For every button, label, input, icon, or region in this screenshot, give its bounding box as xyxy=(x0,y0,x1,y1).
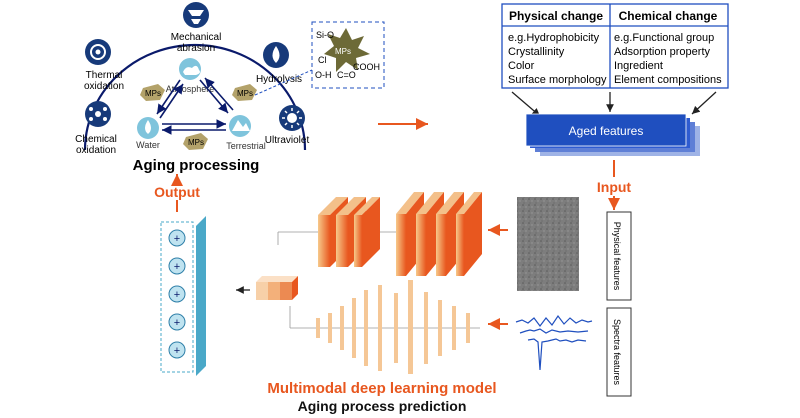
ultraviolet-icon xyxy=(279,105,305,131)
thermal-oxidation-icon xyxy=(85,39,111,65)
input-label: Input xyxy=(597,179,632,195)
inset-co: C=O xyxy=(337,70,356,80)
fusion-block xyxy=(256,276,298,300)
chemical-item-4: Element compositions xyxy=(614,74,722,86)
ultraviolet-label: Ultraviolet xyxy=(265,135,310,146)
mps-label-2: MPs xyxy=(237,89,253,98)
thermal-label-2: oxidation xyxy=(84,81,124,92)
mechanical-abrasion-icon xyxy=(183,2,209,28)
output-node-3: + xyxy=(168,285,186,303)
chemical-item-3: Ingredient xyxy=(614,60,663,72)
aging-processing-panel: Mechanical abrasion Thermal oxidation Hy… xyxy=(75,2,385,174)
inset-mps-label: MPs xyxy=(335,47,351,56)
output-node-1: + xyxy=(168,229,186,247)
physical-item-1: e.g.Hydrophobicity xyxy=(508,32,600,44)
cnn-block-large xyxy=(396,192,482,276)
hydrolysis-label: Hydrolysis xyxy=(256,74,302,85)
atmosphere-label: Atmosphere xyxy=(166,84,215,94)
chemical-label-2: oxidation xyxy=(76,145,116,156)
water-icon xyxy=(137,117,159,139)
chemical-item-2: Adsorption property xyxy=(614,46,710,58)
inset-box xyxy=(311,21,385,89)
output-label: Output xyxy=(154,184,200,200)
svg-text:+: + xyxy=(174,261,180,273)
cnn-block-small xyxy=(318,197,380,267)
atmosphere-icon xyxy=(179,58,201,80)
output-node-5: + xyxy=(168,341,186,359)
inset-mps-particle xyxy=(324,28,370,72)
chemical-item-1: e.g.Functional group xyxy=(614,32,714,44)
cycle-arrows xyxy=(156,77,234,135)
physical-change-header: Physical change xyxy=(509,9,603,23)
output-node-2: + xyxy=(168,257,186,275)
inset-si-o: Si-O xyxy=(316,30,334,40)
terrestrial-icon xyxy=(229,115,251,137)
mps-label-3: MPs xyxy=(188,138,204,147)
spectra-features-label: Spectra features xyxy=(612,319,622,386)
image-cnn xyxy=(277,192,482,276)
inset-cl: Cl xyxy=(318,55,327,65)
mps-label-1: MPs xyxy=(145,89,161,98)
terrestrial-label: Terrestrial xyxy=(226,141,266,151)
mps-particle-2: MPs xyxy=(232,84,257,101)
inset-oh: O-H xyxy=(315,70,332,80)
thermal-label-1: Thermal xyxy=(86,70,123,81)
aged-features-box: Aged features xyxy=(525,113,700,156)
mechanical-label-1: Mechanical xyxy=(171,32,222,43)
chemical-label-1: Chemical xyxy=(75,134,117,145)
svg-text:+: + xyxy=(174,345,180,357)
model-title: Multimodal deep learning model xyxy=(267,380,496,397)
physical-features-box xyxy=(606,211,632,301)
hydrolysis-icon xyxy=(263,42,289,68)
inset-connector xyxy=(254,69,313,96)
mps-particle-1: MPs xyxy=(140,84,165,101)
spectra-cnn xyxy=(289,280,480,374)
table-arrows xyxy=(511,91,717,117)
water-label: Water xyxy=(136,140,160,150)
spectra-plot xyxy=(515,314,593,371)
chemical-oxidation-icon xyxy=(85,101,111,127)
inset-cooh: COOH xyxy=(353,62,380,72)
aging-processing-title: Aging processing xyxy=(133,157,260,174)
physical-item-4: Surface morphology xyxy=(508,74,607,86)
mps-particle-3: MPs xyxy=(183,133,208,150)
svg-text:+: + xyxy=(174,317,180,329)
svg-text:+: + xyxy=(174,233,180,245)
physical-item-3: Color xyxy=(508,60,535,72)
physical-features-label: Physical features xyxy=(612,222,622,291)
surface-image xyxy=(517,197,579,291)
spectra-features-box xyxy=(606,307,632,397)
prediction-title: Aging process prediction xyxy=(298,398,467,414)
physical-item-2: Crystallinity xyxy=(508,46,565,58)
aged-features-label: Aged features xyxy=(569,124,644,138)
output-layer: + + + + + xyxy=(160,216,206,376)
mechanical-label-2: abrasion xyxy=(177,43,215,54)
svg-text:+: + xyxy=(174,289,180,301)
change-table: Physical change Chemical change e.g.Hydr… xyxy=(501,3,729,89)
chemical-change-header: Chemical change xyxy=(619,9,718,23)
output-node-4: + xyxy=(168,313,186,331)
